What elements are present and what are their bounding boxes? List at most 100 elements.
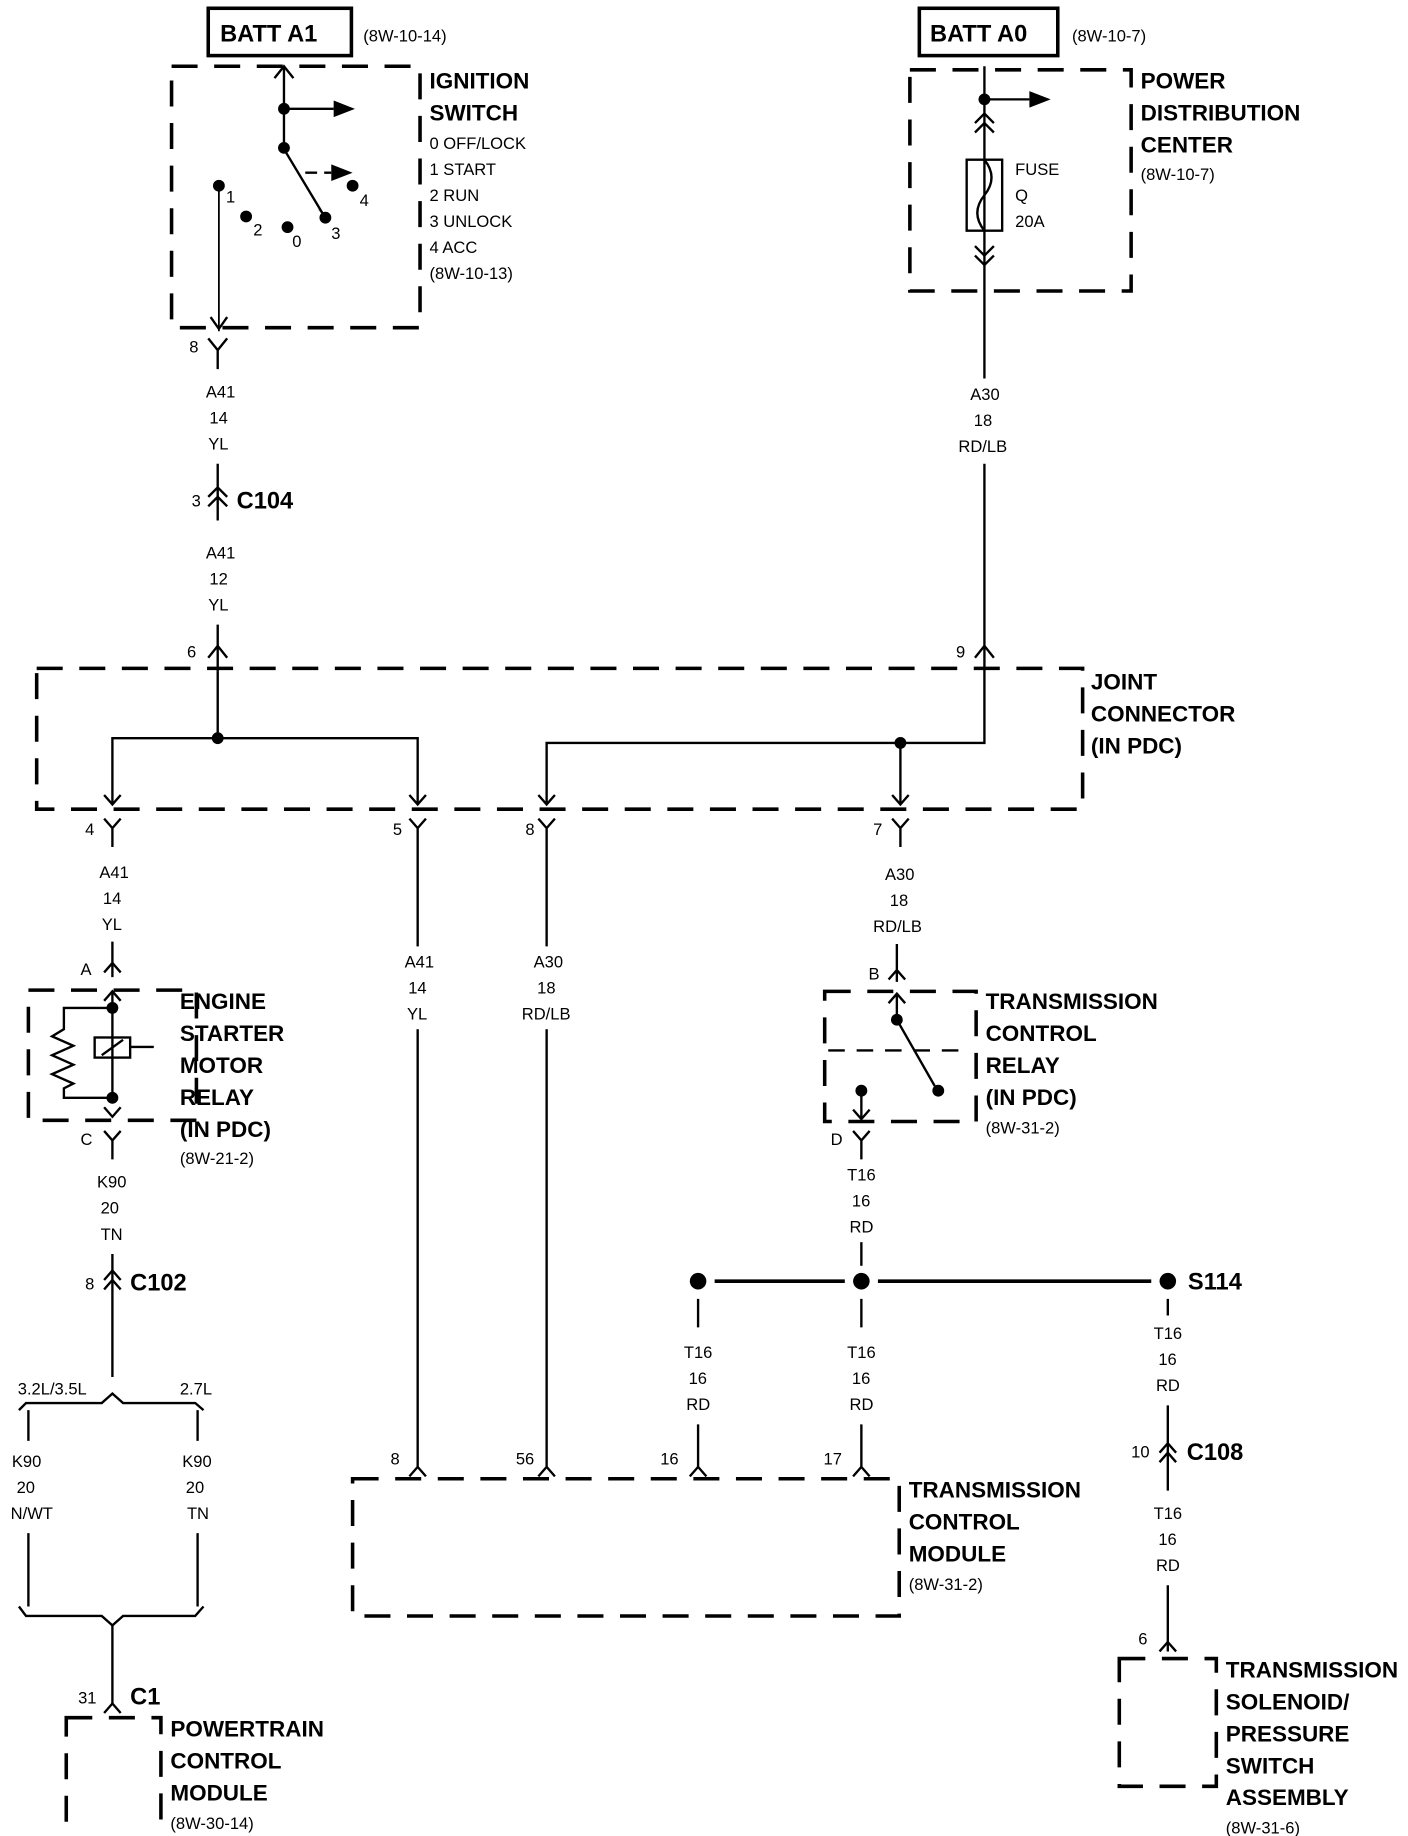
pin-jc-in-a30: 9: [956, 643, 965, 662]
engine-starter-motor-relay: A41 14 YL A C ENGINE STARTER MOTOR RELAY…: [26, 863, 284, 1168]
wire-gauge: 16: [1158, 1530, 1176, 1549]
fuse-label: FUSE: [1015, 160, 1059, 179]
wire-code: A41: [206, 382, 235, 401]
contact-label-1: 1: [226, 187, 235, 206]
batt-a1-ref: (8W-10-14): [363, 26, 446, 45]
relay-title-3: MOTOR: [180, 1053, 263, 1078]
tcm-title-1: TRANSMISSION: [909, 1478, 1081, 1503]
pin-jc-in-a41: 6: [187, 643, 196, 662]
transmission-control-module: 8 56 16 17 TRANSMISSION CONTROL MODULE (…: [350, 1450, 1081, 1618]
batt-a0-label: BATT A0: [930, 21, 1027, 47]
wire-gauge: 18: [537, 979, 555, 998]
wire-code: T16: [847, 1343, 876, 1362]
wire-a30-8: A30 18 RD/LB: [520, 946, 585, 1030]
wire-gauge: 16: [689, 1369, 707, 1388]
contact-label-3: 3: [331, 224, 340, 243]
batt-a1-source: BATT A1 (8W-10-14): [206, 6, 447, 58]
s114-label: S114: [1188, 1269, 1243, 1295]
pcm-title-2: CONTROL: [170, 1749, 281, 1774]
wire-code: K90: [12, 1452, 41, 1471]
variant-right: 2.7L: [180, 1380, 212, 1399]
transmission-solenoid-assembly: 6 TRANSMISSION SOLENOID/ PRESSURE SWITCH…: [1117, 1629, 1398, 1836]
jc-title-3: (IN PDC): [1091, 734, 1182, 759]
tcr-title-1: TRANSMISSION: [986, 989, 1158, 1014]
position-2: 2 RUN: [429, 186, 479, 205]
wire-a41-top: 8 A41 14 YL 3 C104 A41 12 YL 6: [187, 338, 294, 672]
relay-title-5: (IN PDC): [180, 1117, 271, 1142]
tcm-ref: (8W-31-2): [909, 1575, 983, 1594]
wire-color: RD: [1156, 1556, 1180, 1575]
wire-color: RD: [686, 1395, 710, 1414]
ignition-title-2: SWITCH: [429, 101, 518, 126]
wire-a30-top: A30 18 RD/LB 9: [956, 385, 1007, 672]
relay-title-2: STARTER: [180, 1021, 284, 1046]
pcm-ref: (8W-30-14): [170, 1814, 253, 1833]
pin-jc-out-7: 7: [873, 820, 882, 839]
wire-gauge: 14: [209, 409, 227, 428]
contact-label-4: 4: [360, 191, 369, 210]
c102-pin: 8: [85, 1274, 94, 1293]
wire-code: K90: [182, 1452, 211, 1471]
pdc-title-2: DISTRIBUTION: [1141, 101, 1301, 126]
pcm-title-1: POWERTRAIN: [170, 1717, 324, 1742]
c108-label: C108: [1187, 1440, 1244, 1466]
wire-gauge: 18: [974, 411, 992, 430]
wire-gauge: 14: [408, 979, 426, 998]
pin-tcm-8: 8: [390, 1450, 399, 1469]
position-1: 1 START: [429, 160, 496, 179]
pin-relay-c: C: [80, 1130, 92, 1149]
pdc-ref: (8W-10-7): [1141, 165, 1215, 184]
pin-tcm-56: 56: [516, 1450, 534, 1469]
wire-color: YL: [407, 1005, 427, 1024]
wire-gauge: 20: [17, 1478, 35, 1497]
wire-gauge: 20: [186, 1478, 204, 1497]
wire-gauge: 18: [890, 891, 908, 910]
sol-title-4: SWITCH: [1226, 1753, 1315, 1778]
relay-title-4: RELAY: [180, 1085, 254, 1110]
ignition-switch: 1 2 0 3 4 IGNITION SWITCH 0 OFF/LOCK 1 S…: [169, 64, 529, 332]
wire-code: T16: [847, 1166, 876, 1185]
wire-code: A30: [534, 953, 563, 972]
wire-color: RD/LB: [873, 917, 922, 936]
c104-label: C104: [237, 489, 294, 515]
pin-jc-out-8: 8: [525, 820, 534, 839]
c1-pin: 31: [78, 1689, 96, 1708]
wire-color: YL: [208, 435, 228, 454]
wire-code: T16: [1154, 1504, 1183, 1523]
wire-color: RD: [850, 1395, 874, 1414]
wire-color: TN: [101, 1225, 123, 1244]
pin-jc-out-4: 4: [85, 820, 94, 839]
ignition-title-1: IGNITION: [429, 69, 529, 94]
tcr-ref: (8W-31-2): [986, 1118, 1060, 1137]
wire-gauge: 16: [1158, 1350, 1176, 1369]
splice-s114: T16 16 RD S114 T16 16 RD T16 16 RD T16 1…: [684, 1166, 1243, 1652]
pin-ign-out: 8: [189, 338, 198, 357]
batt-a0-ref: (8W-10-7): [1072, 26, 1146, 45]
pin-tcr-d: D: [831, 1130, 843, 1149]
wire-color: N/WT: [11, 1504, 53, 1523]
wire-code: A41: [405, 953, 434, 972]
batt-a0-source: BATT A0 (8W-10-7): [917, 6, 1146, 58]
jc-title-1: JOINT: [1091, 670, 1157, 695]
position-3: 3 UNLOCK: [429, 212, 512, 231]
sol-ref: (8W-31-6): [1226, 1819, 1300, 1836]
pdc-title-1: POWER: [1141, 69, 1226, 94]
wire-code: K90: [97, 1173, 126, 1192]
wire-code: A41: [206, 543, 235, 562]
tcr-title-3: RELAY: [986, 1053, 1060, 1078]
wire-code: A30: [885, 865, 914, 884]
wire-color: RD: [850, 1218, 874, 1237]
wire-code: T16: [1154, 1324, 1183, 1343]
position-4: 4 ACC: [429, 238, 477, 257]
tcm-title-2: CONTROL: [909, 1510, 1020, 1535]
sol-title-5: ASSEMBLY: [1226, 1785, 1349, 1810]
position-0: 0 OFF/LOCK: [429, 134, 526, 153]
wire-gauge: 12: [209, 569, 227, 588]
pcm-title-3: MODULE: [170, 1781, 267, 1806]
wire-color: RD/LB: [522, 1005, 571, 1024]
pin-tcr-b: B: [868, 965, 879, 984]
wire-a41-5: A41 14 YL: [396, 946, 444, 1030]
fuse-id: Q: [1015, 186, 1028, 205]
tcr-title-2: CONTROL: [986, 1021, 1097, 1046]
